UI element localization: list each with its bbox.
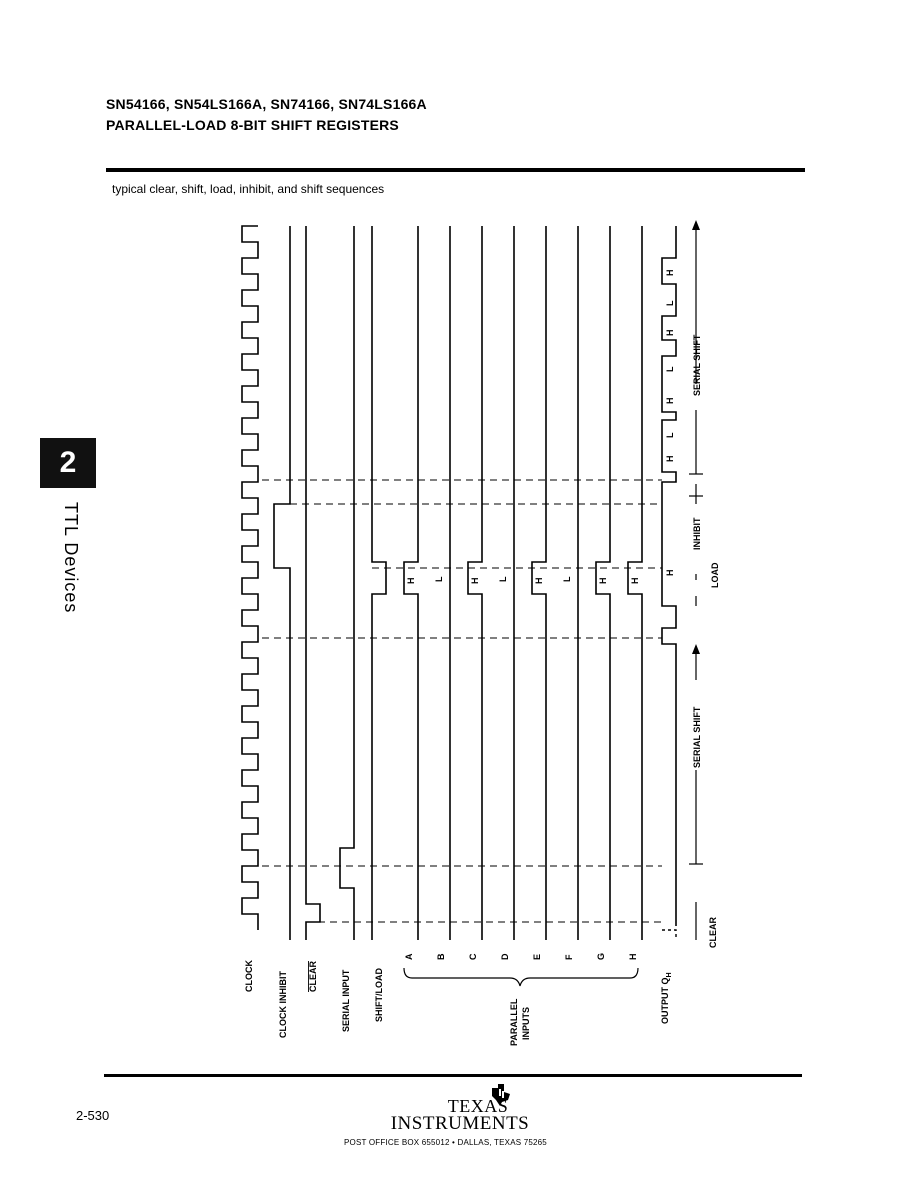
phase-label-clear: CLEAR	[708, 917, 718, 948]
label-input-0: A	[404, 953, 414, 960]
label-parallel: PARALLEL	[509, 998, 519, 1046]
level-output-6: H	[665, 456, 675, 463]
document-subtitle-title: PARALLEL-LOAD 8-BIT SHIFT REGISTERS	[106, 117, 399, 133]
section-tab: 2	[40, 438, 96, 488]
level-input-5: L	[562, 576, 572, 582]
ti-logo: TEXAS INSTRUMENTS	[380, 1084, 540, 1135]
label-clear: CLEAR	[308, 961, 318, 992]
wave-shift-load	[371, 226, 387, 940]
page-number: 2-530	[76, 1108, 110, 1123]
level-output-4: H	[665, 398, 675, 405]
diagram-caption: typical clear, shift, load, inhibit, and…	[112, 182, 385, 196]
wave-input-7	[627, 226, 643, 940]
level-input-0: H	[406, 578, 416, 585]
level-output-0: H	[665, 270, 675, 277]
ti-map-logo-icon	[492, 1084, 510, 1106]
wave-output-qh	[661, 226, 677, 926]
logo-instruments: INSTRUMENTS	[390, 1113, 530, 1134]
parallel-input-labels: A B C D E F G H	[404, 953, 638, 960]
level-output-5: L	[665, 432, 675, 438]
level-annotations: H L H L H L H H H L H L H L H H	[406, 270, 675, 585]
wave-input-2	[467, 226, 483, 940]
level-input-3: L	[498, 576, 508, 582]
wave-clear	[305, 226, 321, 940]
level-input-6: H	[598, 578, 608, 585]
waveforms	[241, 225, 677, 940]
label-output-main: OUTPUT Q	[660, 978, 670, 1025]
label-output-subscript: H	[666, 972, 673, 977]
level-output-3: L	[665, 366, 675, 372]
label-clock-inhibit: CLOCK INHIBIT	[278, 971, 288, 1038]
label-shift-load: SHIFT/LOAD	[374, 968, 384, 1022]
top-rule	[106, 168, 805, 172]
phase-arrow-top	[692, 220, 700, 230]
level-output-load: H	[665, 570, 675, 577]
level-input-4: H	[534, 578, 544, 585]
bottom-rule	[104, 1074, 802, 1077]
wave-output-qh-initial	[662, 929, 677, 940]
wave-input-6	[595, 226, 611, 940]
document-title: SN54166, SN54LS166A, SN74166, SN74LS166A	[106, 96, 427, 112]
wave-clock-inhibit	[273, 226, 291, 940]
level-input-2: H	[470, 578, 480, 585]
phase-label-load: LOAD	[710, 562, 720, 588]
label-input-1: B	[436, 953, 446, 960]
label-input-2: C	[468, 953, 478, 960]
level-input-7: H	[630, 578, 640, 585]
phase-arrow-mid	[692, 644, 700, 654]
level-output-2: H	[665, 330, 675, 337]
company-address: POST OFFICE BOX 655012 • DALLAS, TEXAS 7…	[344, 1138, 547, 1147]
label-inputs: INPUTS	[521, 1007, 531, 1040]
section-label: TTL Devices	[61, 502, 81, 614]
phase-label-serial-shift-bottom: SERIAL SHIFT	[692, 706, 702, 768]
label-output: OUTPUT QH	[660, 972, 673, 1024]
phase-label-serial-shift-top: SERIAL SHIFT	[692, 334, 702, 396]
phase-markers	[689, 226, 703, 940]
label-serial-input: SERIAL INPUT	[341, 969, 351, 1032]
level-output-1: L	[665, 300, 675, 306]
phase-label-inhibit: INHIBIT	[692, 517, 702, 550]
label-input-3: D	[500, 953, 510, 960]
level-input-1: L	[434, 576, 444, 582]
parallel-inputs-brace	[403, 967, 639, 987]
wave-input-4	[531, 226, 547, 940]
phase-boundary-lines	[262, 479, 662, 923]
label-clock: CLOCK	[244, 960, 254, 992]
wave-clock	[241, 225, 259, 930]
label-input-7: H	[628, 954, 638, 961]
logo-texas: TEXAS	[447, 1096, 509, 1116]
label-input-6: G	[596, 953, 606, 960]
label-input-5: F	[564, 954, 574, 960]
wave-serial-input	[339, 226, 355, 940]
section-number: 2	[59, 446, 77, 479]
wave-input-0	[403, 226, 419, 940]
label-input-4: E	[532, 954, 542, 960]
